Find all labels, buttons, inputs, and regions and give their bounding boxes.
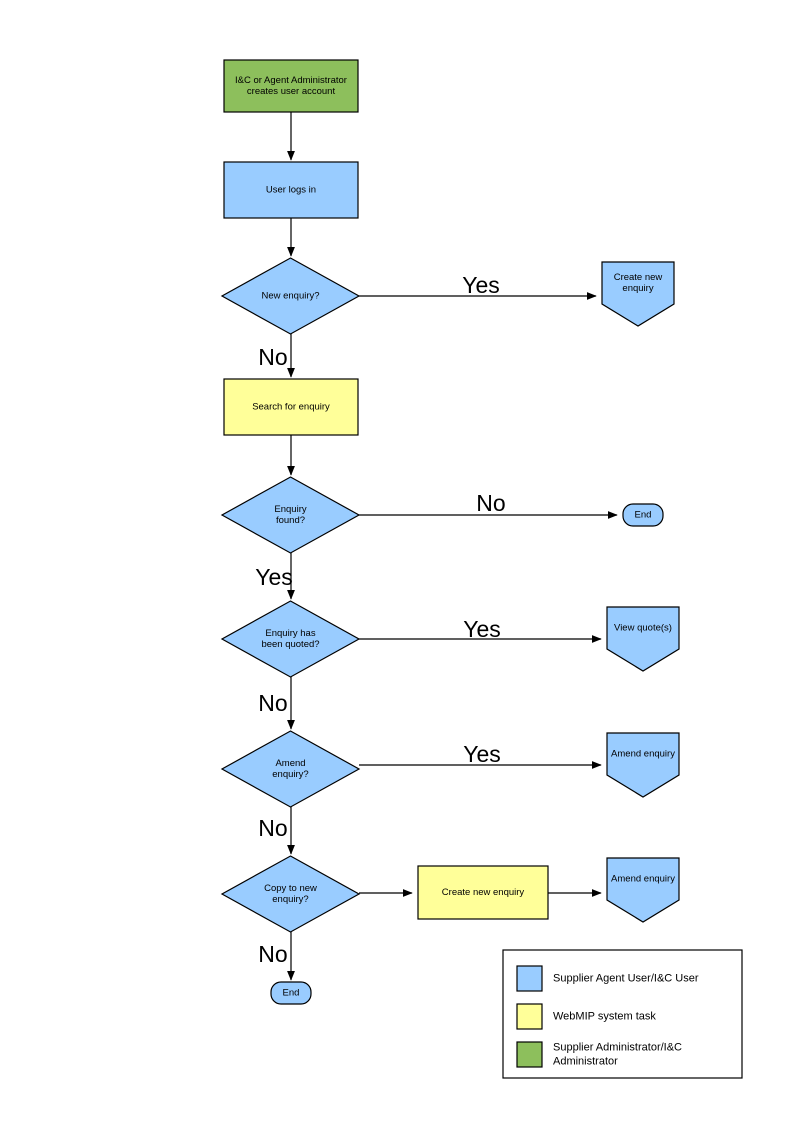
node-label: Amend enquiry [611, 749, 675, 760]
node-label: New enquiry? [261, 291, 319, 302]
manual-operation-shape [606, 606, 680, 672]
manual-operation-shape [601, 261, 675, 327]
node-label: enquiry? [272, 769, 308, 780]
edge-e-found-yes: Yes [255, 553, 295, 600]
legend-item-legend-user: Supplier Agent User/I&C User [516, 965, 699, 992]
node-label: Enquiry has [265, 628, 315, 639]
node-new-enquiry-decision[interactable]: New enquiry? [220, 257, 361, 335]
node-label: Enquiry [274, 504, 306, 515]
edge-label: No [258, 815, 287, 841]
edge-e-quoted-no: No [258, 677, 295, 730]
node-end-top[interactable]: End [622, 503, 664, 527]
decision-shape [220, 730, 361, 808]
edge-label: Yes [462, 272, 500, 298]
legend-label: WebMIP system task [553, 1010, 656, 1022]
edge-e-amend-no: No [258, 807, 295, 855]
manual-operation-shape [606, 857, 680, 923]
edge-label: No [258, 690, 287, 716]
terminator-shape [270, 981, 312, 1005]
edge-label: Yes [463, 616, 501, 642]
decision-shape [220, 476, 361, 554]
legend-swatch [516, 965, 543, 992]
edge-label: No [476, 490, 505, 516]
process-shape [223, 59, 359, 113]
node-label: View quote(s) [614, 623, 672, 634]
edge-label: Yes [463, 741, 501, 767]
node-label: Amend enquiry [611, 874, 675, 885]
legend-swatch [516, 1041, 543, 1068]
node-search-for-enquiry[interactable]: Search for enquiry [223, 378, 359, 436]
edge-e-newenquiry-yes: Yes [359, 272, 597, 300]
node-label: Create new [614, 272, 663, 283]
node-amend-enquiry-middle[interactable]: Amend enquiry [606, 732, 680, 798]
node-label: User logs in [266, 185, 316, 196]
node-label: End [635, 510, 652, 521]
decision-shape [220, 855, 361, 933]
node-label: I&C or Agent Administrator [235, 75, 347, 86]
node-amend-enquiry-bottom[interactable]: Amend enquiry [606, 857, 680, 923]
edge-label: Yes [255, 564, 293, 590]
process-shape [417, 865, 549, 920]
legend-border [502, 949, 743, 1079]
node-label: Amend [275, 758, 305, 769]
process-shape [223, 161, 359, 219]
node-create-new-enquiry-bottom[interactable]: Create new enquiry [417, 865, 549, 920]
node-label: Create new enquiry [442, 887, 525, 898]
node-label: been quoted? [261, 639, 319, 650]
decision-shape [220, 600, 361, 678]
node-view-quotes[interactable]: View quote(s) [606, 606, 680, 672]
node-label: End [283, 988, 300, 999]
node-label: found? [276, 515, 305, 526]
node-label: Search for enquiry [252, 402, 330, 413]
node-user-logs-in[interactable]: User logs in [223, 161, 359, 219]
legend-item-legend-admin: Supplier Administrator/I&C Administrator [516, 1041, 682, 1068]
edge-label: No [258, 941, 287, 967]
node-label: enquiry? [272, 894, 308, 905]
edge-e-quoted-yes: Yes [359, 616, 602, 643]
edge-e-newenquiry-no: No [258, 334, 295, 378]
decision-shape [220, 257, 361, 335]
edge-e-found-no: No [359, 490, 618, 519]
legend-label: Supplier Agent User/I&C User [553, 972, 699, 984]
node-label: creates user account [247, 86, 336, 97]
legend-item-legend-system: WebMIP system task [516, 1003, 656, 1030]
process-shape [223, 378, 359, 436]
legend-label: Supplier Administrator/I&C [553, 1041, 682, 1053]
legend-swatch [516, 1003, 543, 1030]
legend-label: Administrator [553, 1055, 618, 1067]
node-end-bottom[interactable]: End [270, 981, 312, 1005]
node-label: Copy to new [264, 883, 317, 894]
edge-e-amend-yes: Yes [359, 741, 602, 769]
edge-label: No [258, 344, 287, 370]
node-label: enquiry [622, 283, 653, 294]
manual-operation-shape [606, 732, 680, 798]
terminator-shape [622, 503, 664, 527]
edge-e-copy-no: No [258, 932, 295, 981]
